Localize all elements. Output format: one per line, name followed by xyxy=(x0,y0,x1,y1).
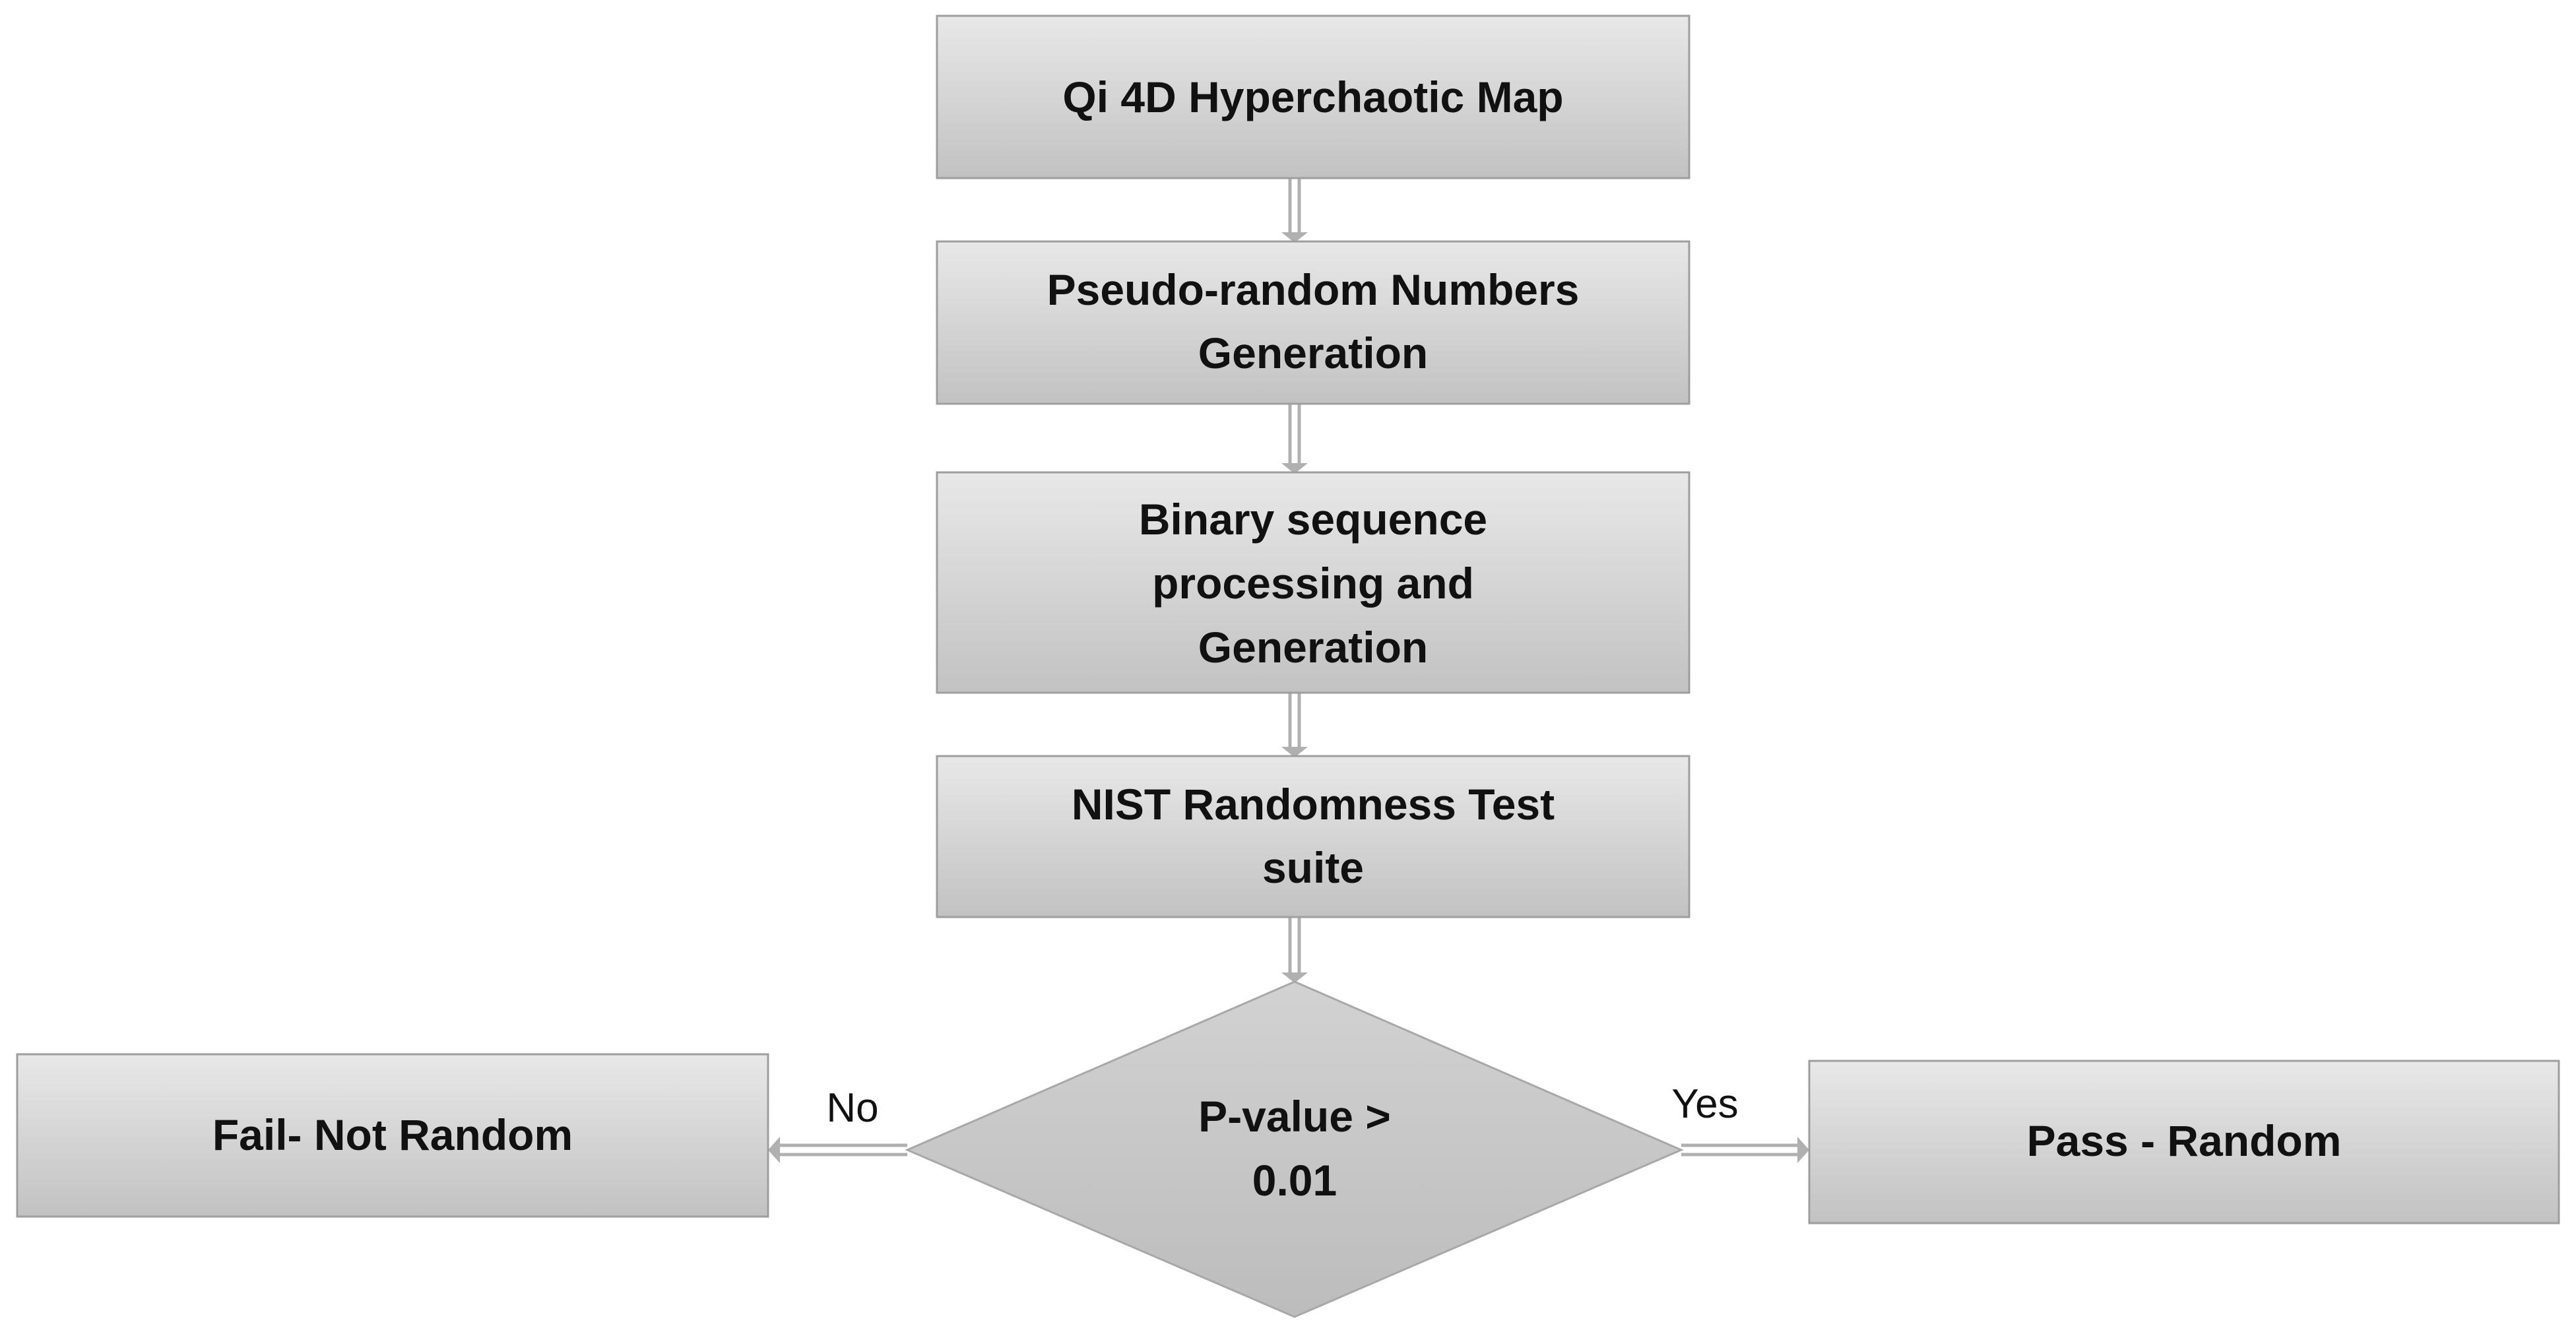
node-binary-processing-line-3: Generation xyxy=(1198,623,1428,672)
node-binary-processing-line-1: Binary sequence xyxy=(1139,495,1487,544)
connector-prng-to-binary xyxy=(1281,404,1308,474)
node-fail: Fail- Not Random xyxy=(16,1053,769,1218)
connector-nist-to-decision xyxy=(1281,917,1308,983)
node-pass-label: Pass - Random xyxy=(2027,1116,2342,1165)
node-prng-generation-line-2: Generation xyxy=(1198,329,1428,377)
branch-label-yes: Yes xyxy=(1671,1081,1738,1127)
node-hyperchaotic-map: Qi 4D Hyperchaotic Map xyxy=(936,15,1690,179)
branch-label-no: No xyxy=(826,1085,878,1131)
node-decision-line-1: P-value > xyxy=(1198,1092,1391,1141)
node-pass: Pass - Random xyxy=(1808,1060,2560,1224)
connector-map-to-prng xyxy=(1281,178,1308,243)
connector-decision-to-pass xyxy=(1681,1137,1809,1163)
node-nist-suite-line-1: NIST Randomness Test xyxy=(1072,780,1555,829)
node-nist-suite: NIST Randomness Test suite xyxy=(936,755,1690,918)
connector-decision-to-fail xyxy=(768,1137,907,1163)
node-hyperchaotic-map-label: Qi 4D Hyperchaotic Map xyxy=(1062,73,1563,121)
node-binary-processing-line-2: processing and xyxy=(1152,559,1474,608)
node-prng-generation-line-1: Pseudo-random Numbers xyxy=(1047,265,1580,314)
node-binary-processing: Binary sequence processing and Generatio… xyxy=(936,471,1690,694)
node-decision-line-2: 0.01 xyxy=(1252,1156,1337,1205)
node-decision: P-value > 0.01 xyxy=(905,980,1684,1318)
node-prng-generation: Pseudo-random Numbers Generation xyxy=(936,240,1690,405)
connector-binary-to-nist xyxy=(1281,693,1308,757)
node-fail-label: Fail- Not Random xyxy=(212,1110,573,1159)
node-nist-suite-line-2: suite xyxy=(1262,843,1364,892)
